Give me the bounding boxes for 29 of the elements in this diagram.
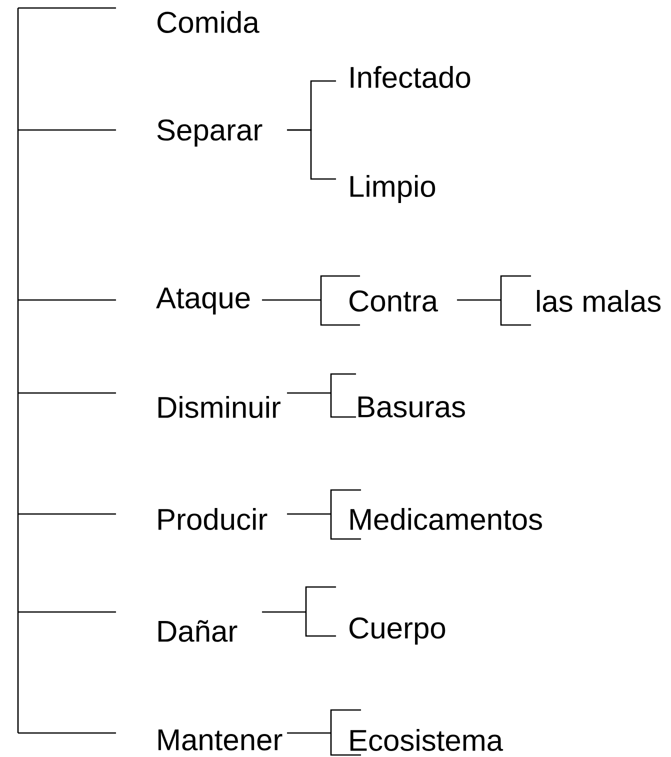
connector-line xyxy=(18,611,116,613)
node-label: las malas xyxy=(537,290,661,312)
connector-line xyxy=(18,732,116,734)
node-label: Separar xyxy=(157,119,262,147)
connector-line xyxy=(18,129,116,131)
node-label: Ecosistema xyxy=(350,728,504,752)
connector-line xyxy=(18,392,116,394)
connector-line xyxy=(286,709,362,756)
node-label: Comida xyxy=(158,10,260,34)
connector-line xyxy=(261,586,337,637)
node-label: Medicamentos xyxy=(350,508,542,530)
node-label: Limpio xyxy=(350,175,436,203)
connector-line xyxy=(261,275,361,326)
node-label: Disminuir xyxy=(158,396,280,418)
node-label: Mantener xyxy=(158,730,282,750)
connector-line xyxy=(286,373,357,418)
connector-line xyxy=(456,275,532,326)
node-label: Producir xyxy=(158,508,268,530)
connector-line xyxy=(18,7,116,9)
node-label: Contra xyxy=(350,290,438,312)
node-label: Ataque xyxy=(156,288,250,314)
node-label: Basuras xyxy=(358,396,465,418)
connector-line xyxy=(18,513,116,515)
connector-line xyxy=(287,129,336,180)
connector-line xyxy=(18,299,116,301)
node-label: Cuerpo xyxy=(350,617,446,645)
connector-line xyxy=(286,489,362,540)
node-label: Dañar xyxy=(158,620,238,642)
node-label: Infectado xyxy=(350,66,470,88)
